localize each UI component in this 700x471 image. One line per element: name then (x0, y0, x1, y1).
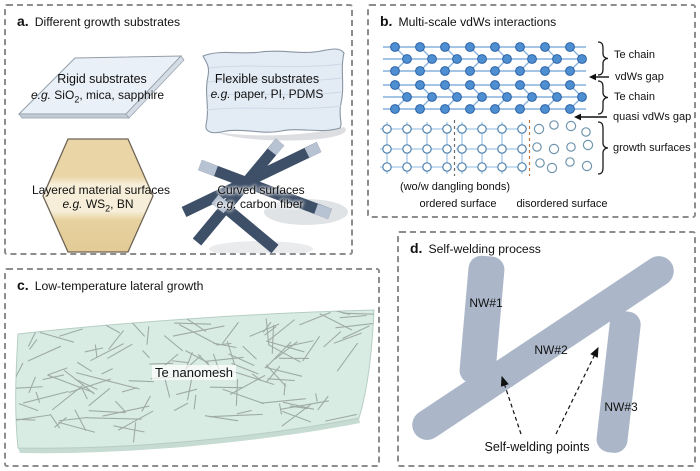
ordered-surface-grid (456, 122, 527, 174)
dangling-bonds-label: (wo/w dangling bonds) (399, 181, 511, 193)
flexible-substrates-label: Flexible substrates (214, 72, 320, 86)
flexible-substrate-shape (202, 48, 346, 141)
self-welding-illustration (412, 255, 674, 453)
panel-b-letter: b. (380, 13, 393, 29)
brace (597, 121, 609, 175)
te-chain-label-2: Te chain (614, 91, 655, 103)
quasi-vdws-gap-label: quasi vdWs gap (613, 111, 692, 123)
curved-surfaces-label: Curved surfaces (217, 183, 305, 197)
brace (597, 80, 609, 115)
carbon-fiber-shapes (181, 138, 348, 253)
nw2-label: NW#2 (534, 343, 568, 357)
growth-surfaces-label: growth surfaces (613, 142, 691, 154)
rigid-substrate-shape (17, 55, 185, 119)
flexible-substrates-examples: e.g. paper, PI, PDMS (210, 87, 324, 101)
panel-c-title: c.Low-temperature lateral growth (17, 277, 204, 293)
panel-a: a.Different growth substrates (4, 4, 353, 255)
te-chain-label-1: Te chain (614, 49, 655, 61)
te-chain-diagram (383, 80, 587, 114)
te-nanomesh-label: Te nanomesh (132, 365, 256, 381)
nanomesh-wires (15, 310, 374, 443)
panel-d: d.Self-welding process NW#1 NW#2 (397, 231, 696, 467)
panel-a-letter: a. (17, 13, 29, 29)
disordered-surface-label: disordered surface (516, 198, 608, 210)
disordered-surface-circles (532, 120, 594, 174)
panel-b-title: b.Multi-scale vdWs interactions (380, 13, 557, 29)
panel-d-letter: d. (410, 240, 423, 256)
nw3-label: NW#3 (604, 400, 638, 414)
layered-surface-hexagon (42, 138, 154, 253)
ordered-surface-grid (380, 122, 452, 174)
nanowire-2-shape (412, 256, 674, 440)
te-chain-diagram (383, 42, 587, 76)
curved-surfaces-examples: e.g. carbon fiber (216, 197, 304, 211)
brace (597, 41, 609, 76)
self-welding-points-label: Self-welding points (484, 440, 590, 454)
rigid-substrates-label: Rigid substrates (57, 72, 147, 86)
panel-b: b.Multi-scale vdWs interactions Te chain… (367, 4, 696, 218)
panel-d-title: d.Self-welding process (410, 240, 541, 256)
rigid-substrates-examples: e.g. SiO2, mica, sapphire (30, 88, 165, 105)
ordered-surface-label: ordered surface (419, 198, 497, 210)
panel-a-title: a.Different growth substrates (17, 13, 181, 29)
surface-edge (18, 418, 360, 454)
panel-c-letter: c. (17, 277, 29, 293)
nanowire-1-shape (459, 255, 505, 385)
arrow-head (574, 113, 581, 121)
vdws-gap-label: vdWs gap (615, 71, 664, 83)
nanowire-3-shape (596, 311, 641, 453)
arrow-head (589, 73, 596, 81)
welding-point-arrows (500, 346, 599, 435)
layered-surfaces-examples: e.g. WS2, BN (62, 197, 134, 214)
nw1-label: NW#1 (469, 296, 503, 310)
substrates-illustration (17, 48, 348, 253)
layered-surfaces-label: Layered material surfaces (31, 183, 171, 197)
vdws-diagram (380, 41, 609, 176)
panel-c: c.Low-temperature lateral growth Te nano… (4, 268, 380, 467)
